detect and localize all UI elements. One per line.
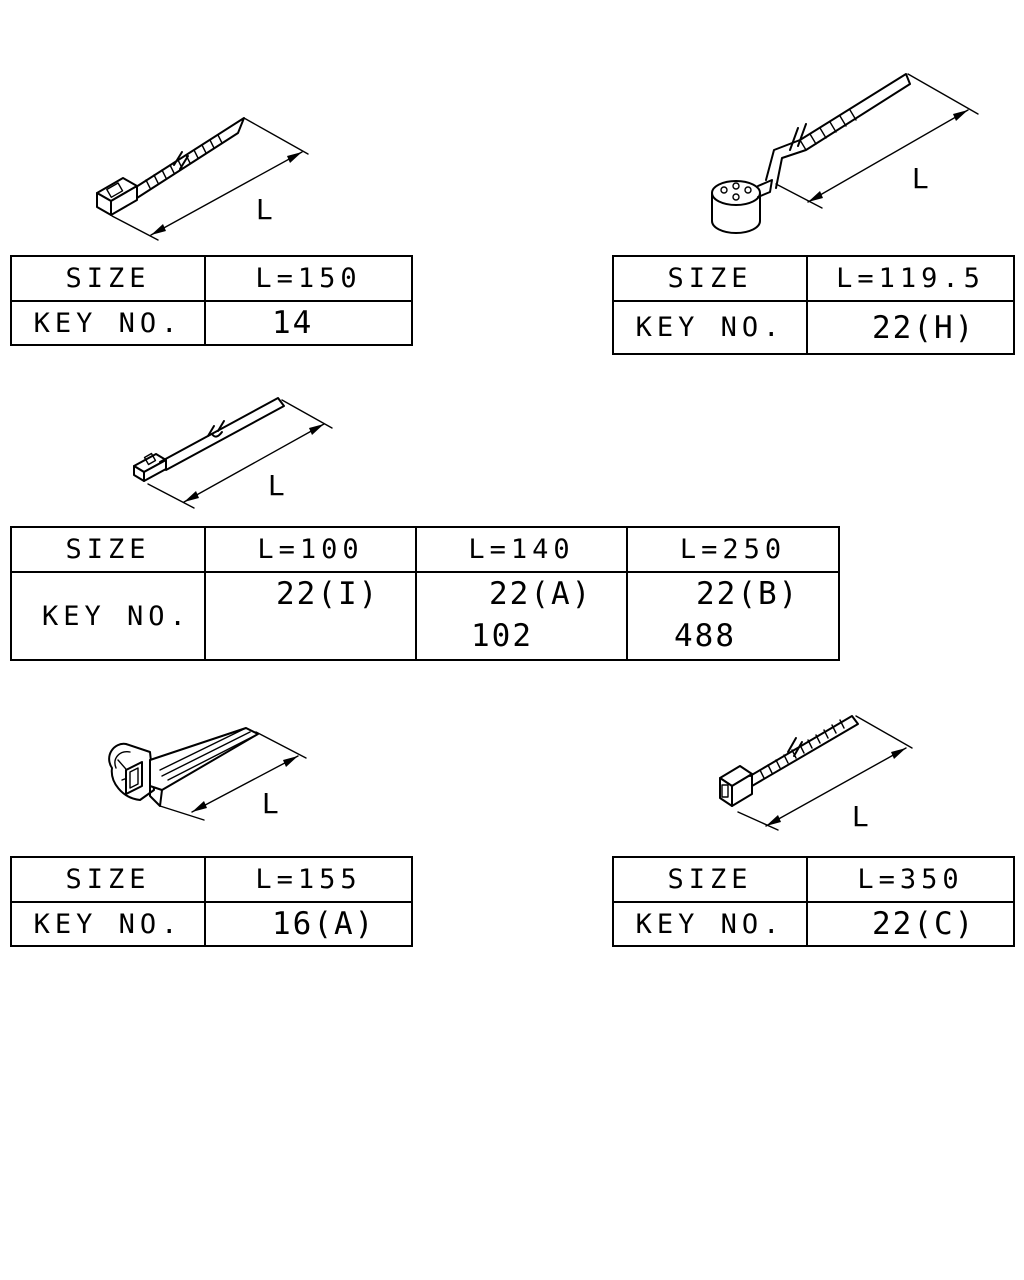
- parts-table-tie-flat-clip: SIZE L=100 L=140 L=250 KEY NO. 22(I) 22(…: [10, 526, 840, 661]
- size-value: L=155: [204, 856, 413, 903]
- key-number: 22(I): [276, 576, 380, 612]
- key-no-header: KEY NO.: [612, 901, 808, 947]
- key-number: 488: [674, 618, 736, 654]
- size-header: SIZE: [612, 856, 808, 903]
- size-header: SIZE: [612, 255, 808, 302]
- dimension-l-label: L: [262, 787, 278, 820]
- parts-table-tie-round-clip: SIZE L=119.5 KEY NO. 22(H): [612, 255, 1015, 355]
- parts-table-band-clamp: SIZE L=155 KEY NO. 16(A): [10, 856, 413, 947]
- parts-table-tie-square-head: SIZE L=150 KEY NO. 14: [10, 255, 413, 346]
- size-value: L=140: [415, 526, 628, 573]
- size-header: SIZE: [10, 255, 206, 302]
- size-value: L=250: [626, 526, 840, 573]
- dimension-l-label: L: [912, 162, 928, 195]
- dimension-l-label: L: [268, 469, 284, 502]
- key-number: 14: [272, 305, 314, 341]
- size-value: L=119.5: [806, 255, 1015, 302]
- band-clamp-drawing: [108, 727, 307, 821]
- key-no-header: KEY NO.: [10, 901, 206, 947]
- cable-tie-square-head-drawing: [96, 117, 309, 241]
- key-no-header: KEY NO.: [10, 300, 206, 346]
- parts-table-tie-box-head: SIZE L=350 KEY NO. 22(C): [612, 856, 1015, 947]
- size-value: L=150: [204, 255, 413, 302]
- key-number: 22(C): [872, 906, 976, 942]
- size-header: SIZE: [10, 526, 206, 573]
- key-no-header: KEY NO.: [612, 300, 808, 355]
- size-value: L=100: [204, 526, 417, 573]
- key-no-header: KEY NO.: [10, 571, 206, 661]
- key-number: 22(B): [696, 576, 800, 612]
- size-header: SIZE: [10, 856, 206, 903]
- cable-tie-round-clip-drawing: [711, 73, 979, 234]
- key-number: 22(A): [489, 576, 593, 612]
- key-number: 16(A): [272, 906, 376, 942]
- key-number: 102: [471, 618, 533, 654]
- key-number: 22(H): [872, 309, 976, 346]
- dimension-l-label: L: [852, 800, 868, 833]
- cable-tie-flat-clip-drawing: [133, 397, 333, 509]
- size-value: L=350: [806, 856, 1015, 903]
- dimension-l-label: L: [256, 193, 272, 226]
- cable-tie-box-head-drawing: [719, 715, 913, 831]
